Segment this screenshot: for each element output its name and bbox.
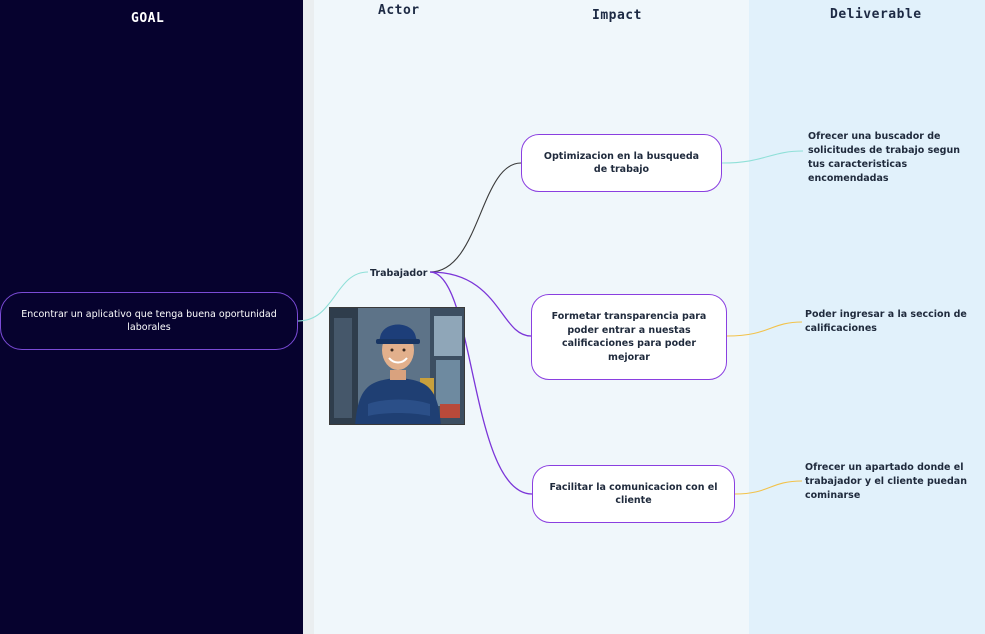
deliverable-node-3[interactable]: Ofrecer un apartado donde el trabajador … (805, 462, 967, 501)
deliverable-node-2[interactable]: Poder ingresar a la seccion de calificac… (805, 309, 967, 334)
deliverable-node-1[interactable]: Ofrecer una buscador de solicitudes de t… (808, 131, 961, 184)
worker-photo (329, 307, 465, 425)
actor-column-title: Actor (378, 3, 420, 18)
impact-column-title: Impact (592, 8, 642, 23)
link-impact-2-deliverable (726, 321, 803, 337)
actor-label[interactable]: Trabajador (370, 268, 428, 279)
impact-text-1: Optimizacion en la busqueda de trabajo (543, 150, 700, 176)
goal-text: Encontrar un aplicativo que tenga buena … (21, 308, 277, 334)
link-actor-impact-2 (429, 271, 532, 337)
goal-column (0, 0, 303, 634)
impact-text-2: Formetar transparencia para poder entrar… (551, 311, 707, 363)
impact-node-1[interactable]: Optimizacion en la busqueda de trabajo (521, 134, 722, 192)
link-actor-impact-3 (429, 271, 533, 495)
link-impact-3-deliverable (734, 480, 803, 495)
goal-column-title: GOAL (131, 11, 165, 26)
deliverable-column-title: Deliverable (830, 7, 922, 22)
link-goal-actor (297, 271, 369, 322)
impact-text-3: Facilitar la comunicacion con el cliente (549, 481, 718, 507)
impact-node-2[interactable]: Formetar transparencia para poder entrar… (531, 294, 727, 380)
impact-node-3[interactable]: Facilitar la comunicacion con el cliente (532, 465, 735, 523)
link-actor-impact-1 (429, 162, 522, 273)
link-impact-1-deliverable (721, 150, 804, 164)
deliverable-column (749, 0, 985, 634)
column-divider (303, 0, 314, 634)
goal-node[interactable]: Encontrar un aplicativo que tenga buena … (0, 292, 298, 350)
